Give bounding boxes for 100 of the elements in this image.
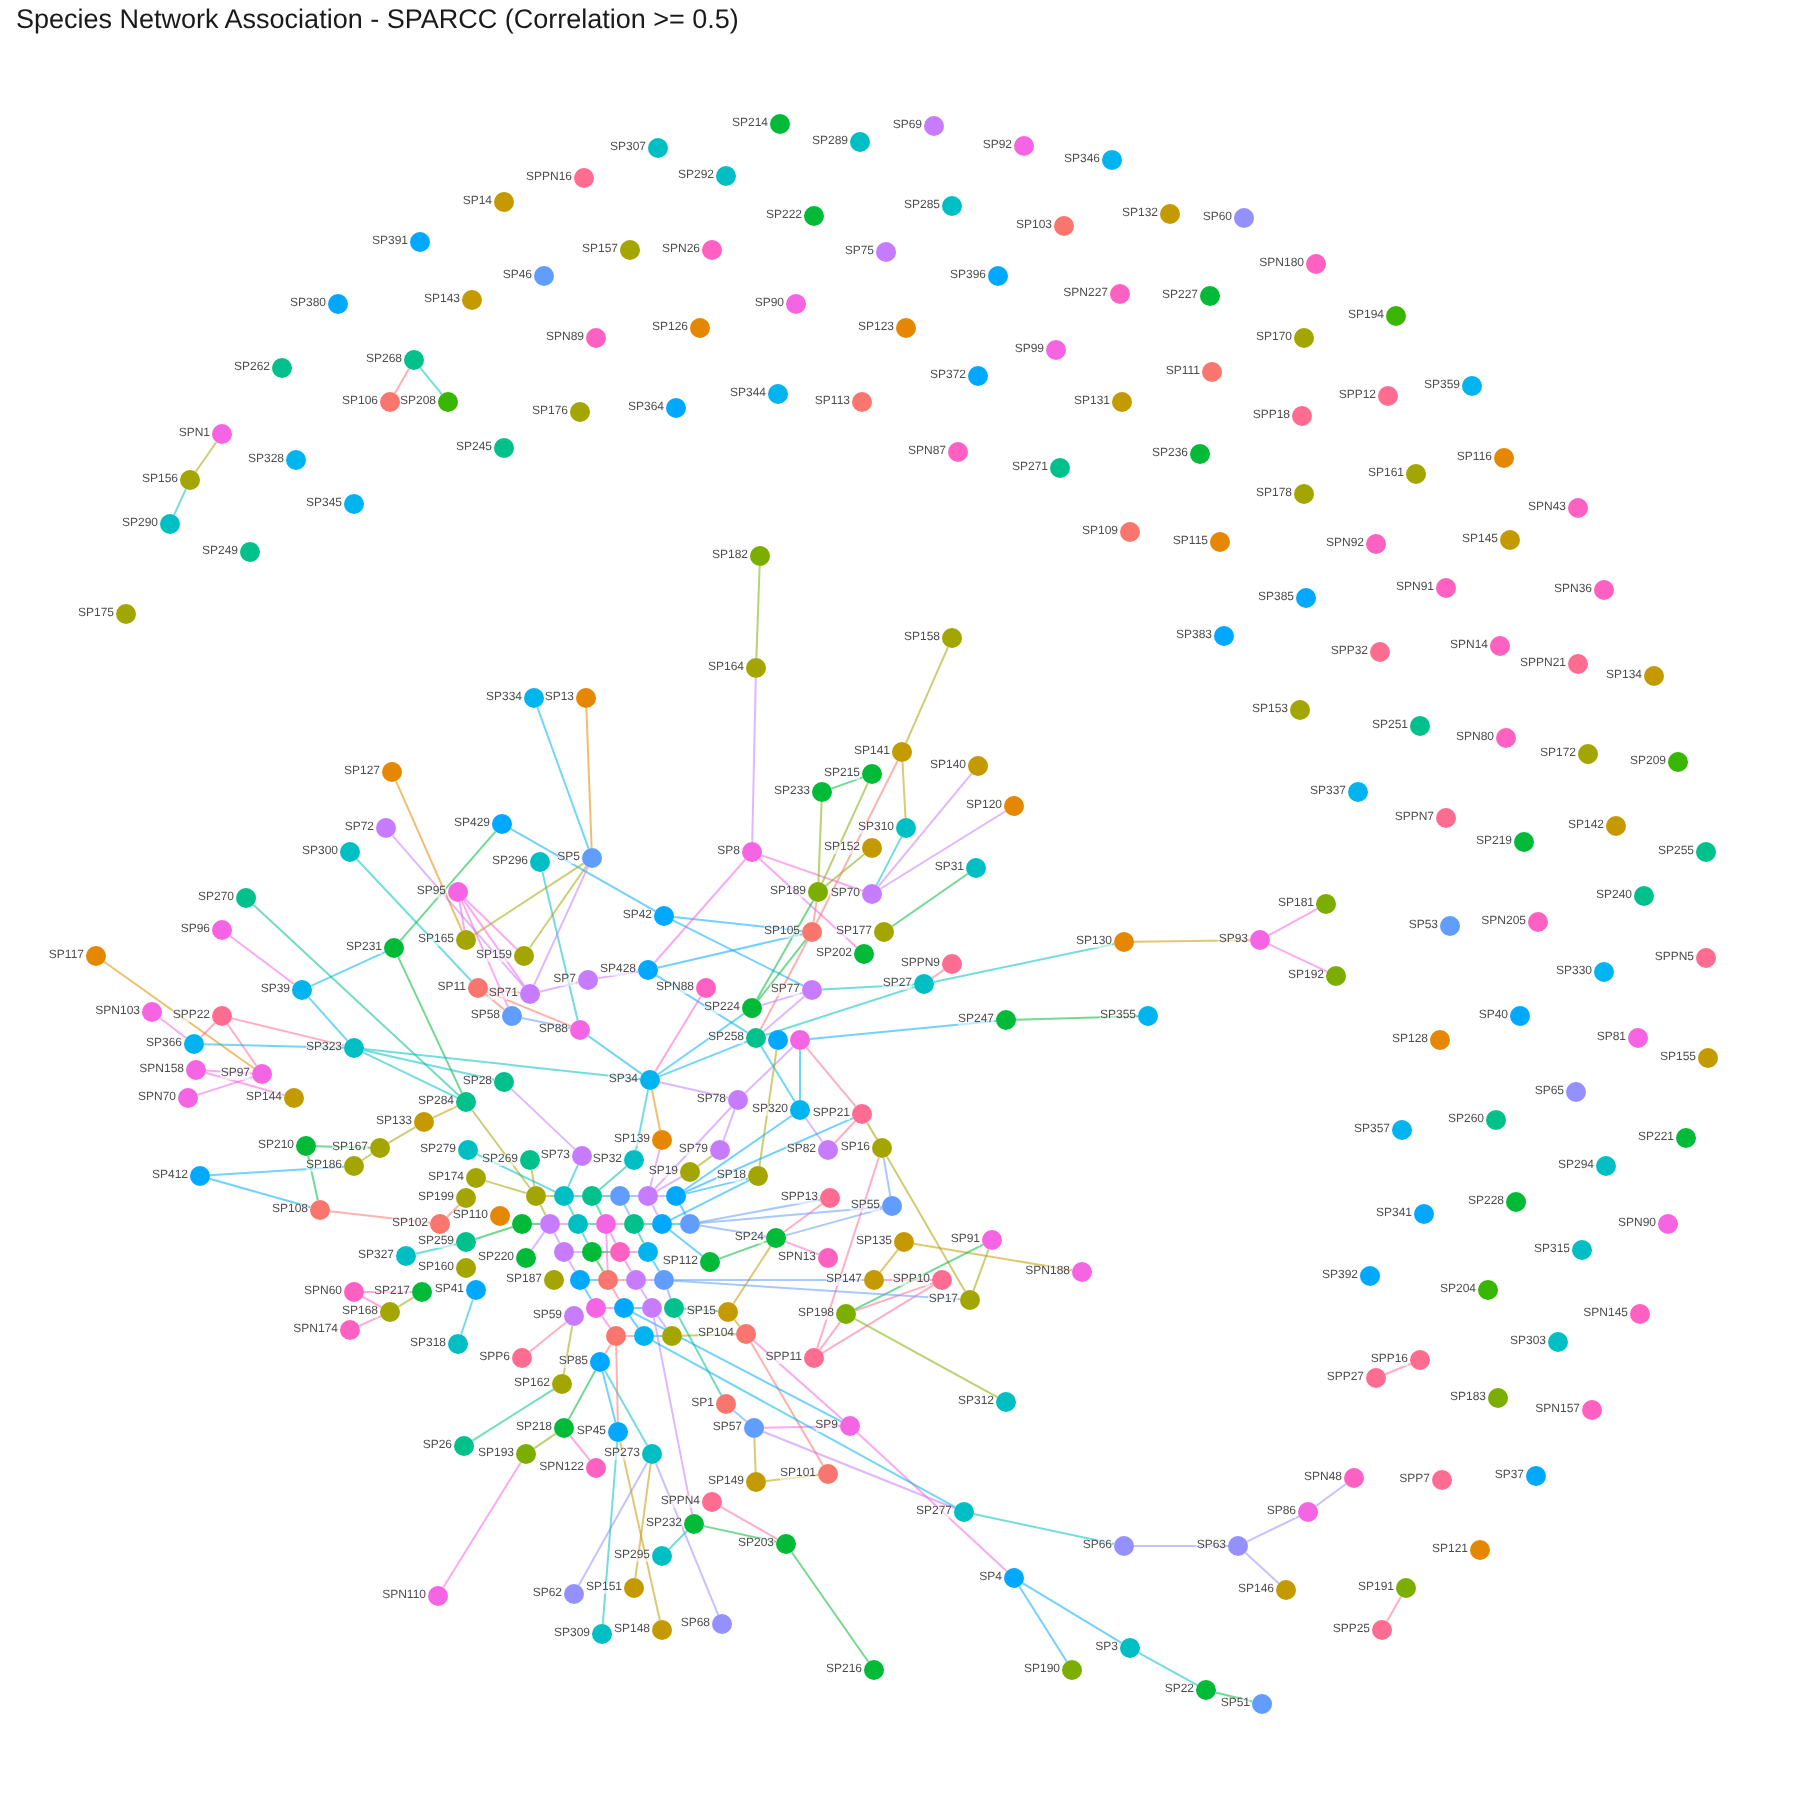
connector-line xyxy=(760,854,864,892)
connector-line xyxy=(833,1120,857,1144)
connector-line xyxy=(567,1203,575,1217)
node-dot xyxy=(344,1156,364,1176)
connector-line xyxy=(755,565,761,659)
node-dot xyxy=(502,1006,522,1026)
node-dot xyxy=(1698,1048,1718,1068)
connector-line xyxy=(397,956,463,1094)
node-dot xyxy=(212,920,232,940)
node-dot xyxy=(634,1326,654,1346)
node-dot xyxy=(1054,216,1074,236)
node-dot xyxy=(1634,886,1654,906)
connector-line xyxy=(719,1505,779,1541)
connector-line xyxy=(732,1245,772,1305)
node-dot xyxy=(1406,464,1426,484)
connector-line xyxy=(625,1335,635,1337)
connector-line xyxy=(194,441,218,473)
node-dot xyxy=(804,1348,824,1368)
node-dot xyxy=(1214,626,1234,646)
node-dot xyxy=(512,1348,532,1368)
node-dot xyxy=(1120,522,1140,542)
node-dot xyxy=(914,974,934,994)
connector-line xyxy=(585,707,593,849)
node-dot xyxy=(802,922,822,942)
node-dot xyxy=(1200,286,1220,306)
node-dot xyxy=(568,1214,588,1234)
connector-line xyxy=(683,1307,719,1313)
connector-line xyxy=(623,1203,631,1217)
node-dot xyxy=(514,946,534,966)
node-dot xyxy=(340,1320,360,1340)
node-dot xyxy=(1050,458,1070,478)
node-dot xyxy=(1250,930,1270,950)
connector-line xyxy=(718,1240,768,1260)
node-dot xyxy=(582,1242,602,1262)
node-dot xyxy=(770,114,790,134)
node-dot xyxy=(1596,1156,1616,1176)
connector-line xyxy=(722,1108,736,1142)
node-dot xyxy=(812,782,832,802)
node-dot xyxy=(652,1214,672,1234)
node-dot xyxy=(690,318,710,338)
node-dot xyxy=(520,1150,540,1170)
connector-line xyxy=(587,1223,597,1225)
node-dot xyxy=(702,1492,722,1512)
connector-line xyxy=(361,1295,383,1309)
connector-line xyxy=(1244,1551,1280,1585)
node-dot xyxy=(700,1252,720,1272)
connector-line xyxy=(901,761,907,819)
connector-line xyxy=(628,1315,640,1329)
node-dot xyxy=(292,980,312,1000)
node-dot xyxy=(412,1282,432,1302)
node-dot xyxy=(1228,1536,1248,1556)
node-dot xyxy=(1470,1540,1490,1560)
connector-line xyxy=(533,866,589,986)
connector-line xyxy=(510,1087,576,1151)
connector-line xyxy=(567,1369,597,1421)
node-dot xyxy=(286,450,306,470)
connector-line xyxy=(684,1117,854,1193)
node-dot xyxy=(1410,1350,1430,1370)
node-dot xyxy=(1526,1466,1546,1486)
node-dot xyxy=(1548,1332,1568,1352)
node-dot xyxy=(344,1282,364,1302)
node-dot xyxy=(1120,1638,1140,1658)
node-dot xyxy=(428,1586,448,1606)
node-dot xyxy=(666,398,686,418)
node-dot xyxy=(864,1660,884,1680)
node-dot xyxy=(564,1306,584,1326)
node-dot xyxy=(624,1214,644,1234)
connector-line xyxy=(681,1333,737,1337)
node-dot xyxy=(396,1246,416,1266)
node-dot xyxy=(586,1298,606,1318)
connector-line xyxy=(458,900,466,932)
node-dot xyxy=(1496,728,1516,748)
connector-line xyxy=(651,1339,957,1509)
connector-line xyxy=(315,1145,371,1149)
connector-line xyxy=(891,872,969,928)
node-dot xyxy=(654,906,674,926)
node-dot xyxy=(746,1028,766,1048)
node-dot xyxy=(160,514,180,534)
node-dot xyxy=(404,350,424,370)
connector-line xyxy=(879,810,1007,890)
node-dot xyxy=(1628,1028,1648,1048)
connector-line xyxy=(615,1345,619,1423)
connector-line xyxy=(595,1203,603,1217)
node-dot xyxy=(1514,832,1534,852)
node-dot xyxy=(1630,1304,1650,1324)
node-dot xyxy=(626,1270,646,1290)
node-dot xyxy=(750,546,770,566)
connector-line xyxy=(702,1525,778,1543)
node-dot xyxy=(736,1324,756,1344)
node-dot xyxy=(344,494,364,514)
connector-line xyxy=(752,1339,844,1421)
node-dot xyxy=(666,1186,686,1206)
node-dot xyxy=(610,1186,630,1206)
node-dot xyxy=(554,1418,574,1438)
node-dot xyxy=(1112,392,1132,412)
node-dot xyxy=(1138,1006,1158,1026)
node-dot xyxy=(1478,1280,1498,1300)
node-dot xyxy=(512,1214,532,1234)
connector-line xyxy=(750,1341,824,1467)
connector-line xyxy=(307,996,349,1042)
